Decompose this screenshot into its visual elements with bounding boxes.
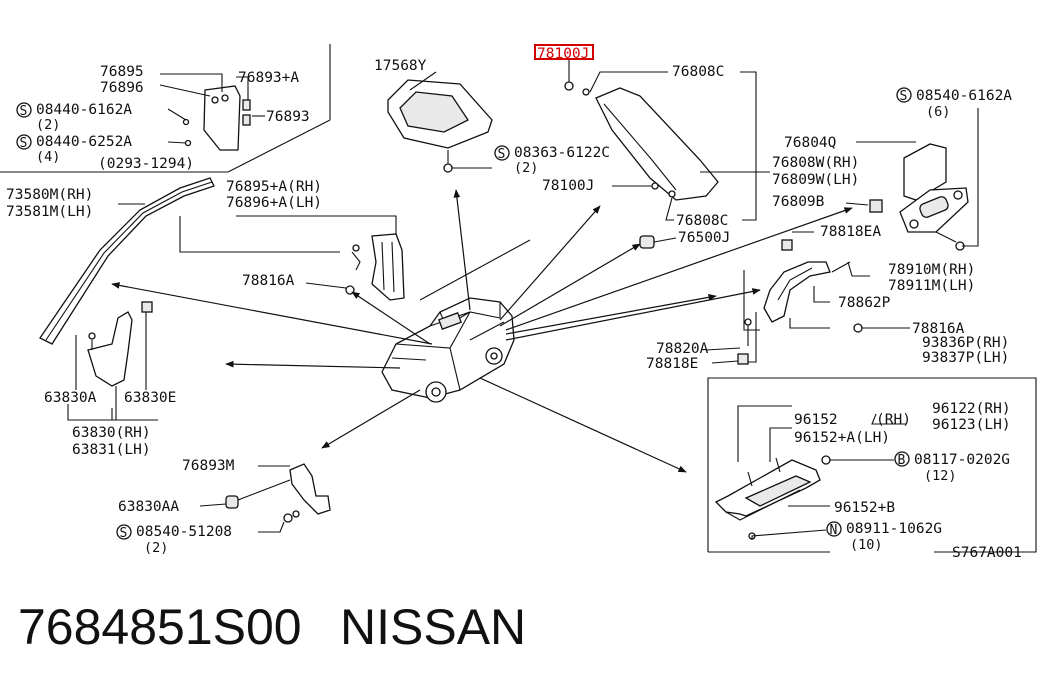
label-78100j: 78100J — [542, 178, 594, 194]
label-rh: (RH) — [876, 412, 911, 428]
b-symbol — [894, 451, 910, 467]
qty-2-b: (2) — [514, 160, 538, 176]
label-73580m: 73580M(RH) — [6, 187, 93, 203]
label-78910m: 78910M(RH) — [888, 262, 975, 278]
qty-12: (12) — [924, 468, 957, 484]
diagram-code: S767A001 — [952, 545, 1022, 561]
label-17568y: 17568Y — [374, 58, 427, 74]
label-76893-a: 76893+A — [238, 70, 299, 86]
qty-10: (10) — [850, 537, 883, 553]
bracket-76893m — [199, 463, 331, 533]
qty-2-c: (2) — [144, 540, 168, 556]
mud-guard-63830 — [67, 301, 158, 421]
label-96152-b: 96152+B — [834, 500, 895, 516]
label-78818ea: 78818EA — [820, 224, 881, 240]
vehicle-illustration — [381, 297, 515, 403]
label-76895-a-rh: 76895+A(RH) — [226, 179, 322, 195]
label-78820a: 78820A — [656, 341, 709, 357]
s-symbol-letter: S — [498, 147, 506, 162]
s-symbol-letter: S — [120, 526, 128, 541]
label-08363-6122c: 08363-6122C — [514, 145, 610, 161]
s-symbol — [16, 102, 32, 118]
label-76808c-top: 76808C — [672, 64, 724, 80]
label-78816a-right: 78816A — [912, 321, 965, 337]
label-08440-6162a: 08440-6162A — [36, 102, 132, 118]
label-78911m: 78911M(LH) — [888, 278, 975, 294]
label-96152: 96152 — [794, 412, 838, 428]
label-78818e: 78818E — [646, 356, 698, 372]
label-63830e: 63830E — [124, 390, 176, 406]
label-93836p: 93836P(RH) — [922, 335, 1009, 351]
s-symbol-letter: S — [900, 89, 908, 104]
label-96152-a: 96152+A(LH) — [794, 430, 890, 446]
label-76895: 76895 — [100, 64, 144, 80]
mud-flap-inset — [0, 44, 331, 173]
label-08540-51208: 08540-51208 — [136, 524, 232, 540]
label-76500j: 76500J — [678, 230, 730, 246]
s-symbol — [16, 134, 32, 150]
label-08440-6252a: 08440-6252A — [36, 134, 132, 150]
n-symbol-letter: N — [830, 523, 838, 538]
qty-6: (6) — [926, 104, 950, 120]
label-date-range: (0293-1294) — [98, 156, 194, 172]
label-96122: 96122(RH) — [932, 401, 1011, 417]
label-63830a: 63830A — [44, 390, 97, 406]
step-inset — [707, 377, 1037, 553]
label-73581m: 73581M(LH) — [6, 204, 93, 220]
label-78862p: 78862P — [838, 295, 891, 311]
s-symbol — [116, 524, 132, 540]
side-step-upper — [564, 60, 770, 249]
molding-73580m — [39, 177, 215, 345]
label-08540-6162a: 08540-6162A — [916, 88, 1012, 104]
qty-2-a: (2) — [36, 117, 60, 133]
s-symbol — [896, 87, 912, 103]
bracket-76804q — [845, 108, 979, 251]
label-63831-lh: 63831(LH) — [72, 442, 151, 458]
label-78816a-left: 78816A — [242, 273, 295, 289]
wheel-liner-78910m — [705, 231, 910, 365]
label-63830aa: 63830AA — [118, 499, 179, 515]
label-76804q: 76804Q — [784, 135, 836, 151]
footer-brand: NISSAN — [340, 599, 527, 655]
label-96123: 96123(LH) — [932, 417, 1011, 433]
label-76808w: 76808W(RH) — [772, 155, 859, 171]
label-76896: 76896 — [100, 80, 144, 96]
footer-part-number: 7684851S00 — [18, 599, 302, 655]
tray-part — [387, 71, 493, 173]
label-76893m: 76893M — [182, 458, 235, 474]
label-76809w: 76809W(LH) — [772, 172, 859, 188]
label-08117-0202g: 08117-0202G — [914, 452, 1010, 468]
label-76809b: 76809B — [772, 194, 825, 210]
label-63830-rh: 63830(RH) — [72, 425, 151, 441]
b-symbol-letter: B — [898, 453, 906, 468]
label-76893: 76893 — [266, 109, 310, 125]
mud-flap-76895a — [179, 215, 405, 301]
highlight-box — [534, 44, 594, 60]
label-08911-1062g: 08911-1062G — [846, 521, 942, 537]
qty-4: (4) — [36, 149, 60, 165]
label-76896-a-lh: 76896+A(LH) — [226, 195, 322, 211]
label-76808c-bottom: 76808C — [676, 213, 728, 229]
label-93837p: 93837P(LH) — [922, 350, 1009, 366]
s-symbol — [494, 145, 510, 161]
label-78100j-highlighted[interactable]: 78100J — [537, 46, 589, 62]
s-symbol-letter: S — [20, 104, 28, 119]
leader-arrows — [111, 189, 853, 473]
n-symbol — [826, 521, 842, 537]
s-symbol-letter: S — [20, 136, 28, 151]
